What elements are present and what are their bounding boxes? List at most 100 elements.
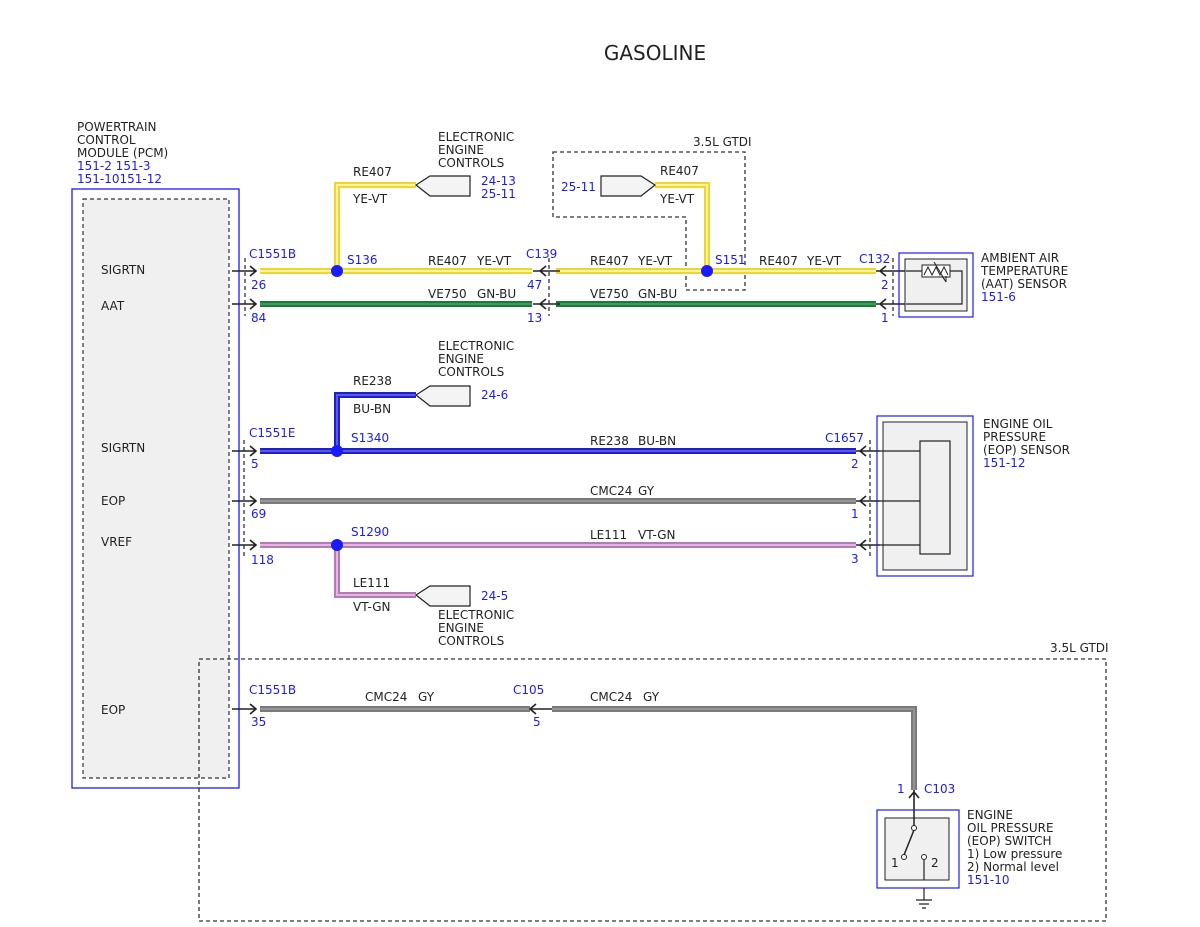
aat-sensor-name-1: AMBIENT AIR bbox=[981, 251, 1059, 265]
gtdi-box-bottom bbox=[198, 658, 1107, 922]
pcm-refs-2[interactable]: 151-10151-12 bbox=[77, 172, 162, 186]
circuit-cmc24-bottom-1: CMC24 bbox=[365, 690, 407, 704]
gtdi-label-bottom: 3.5L GTDI bbox=[1050, 641, 1109, 655]
eec-3-label-3: CONTROLS bbox=[438, 634, 504, 648]
color-ye-vt-gtdi: YE-VT bbox=[659, 192, 695, 206]
eop-sensor-name-1: ENGINE OIL bbox=[983, 417, 1053, 431]
connector-c1551e[interactable]: C1551E bbox=[249, 426, 296, 440]
eec-1-label-1: ELECTRONIC bbox=[438, 130, 514, 144]
pin-1-c103: 1 bbox=[897, 782, 905, 796]
splice-s1290[interactable] bbox=[331, 539, 343, 551]
circuit-re407-main-2: RE407 bbox=[590, 254, 629, 268]
eec-flag-2[interactable] bbox=[414, 385, 471, 407]
connector-c105[interactable]: C105 bbox=[513, 683, 544, 697]
connector-c1551b-bottom[interactable]: C1551B bbox=[249, 683, 296, 697]
connector-arrows bbox=[232, 265, 920, 812]
pin-3-eop: 3 bbox=[851, 552, 859, 566]
color-gn-bu-1: GN-BU bbox=[477, 287, 516, 301]
connector-c103[interactable]: C103 bbox=[924, 782, 955, 796]
color-vt-gn-main: VT-GN bbox=[638, 528, 675, 542]
eec-2-label-3: CONTROLS bbox=[438, 365, 504, 379]
aat-sensor[interactable] bbox=[898, 252, 974, 318]
gtdi-flag[interactable] bbox=[600, 175, 657, 197]
splice-s136[interactable] bbox=[331, 265, 343, 277]
eec-1-label-3: CONTROLS bbox=[438, 156, 504, 170]
circuit-re407-main-3: RE407 bbox=[759, 254, 798, 268]
color-ye-vt-main-3: YE-VT bbox=[806, 254, 842, 268]
eop-switch-name-1: ENGINE bbox=[967, 808, 1013, 822]
pin-118: 118 bbox=[251, 553, 274, 567]
pin-47: 47 bbox=[527, 278, 542, 292]
pin-1-eop: 1 bbox=[851, 507, 859, 521]
pin-5-c105: 5 bbox=[533, 715, 541, 729]
circuit-re238-main: RE238 bbox=[590, 434, 629, 448]
eec-1-ref-a[interactable]: 24-13 bbox=[481, 174, 516, 188]
pcm-refs-1[interactable]: 151-2 151-3 bbox=[77, 159, 151, 173]
connector-c1657[interactable]: C1657 bbox=[825, 431, 864, 445]
aat-sensor-ref[interactable]: 151-6 bbox=[981, 290, 1016, 304]
eop-switch-name-4: 1) Low pressure bbox=[967, 847, 1062, 861]
pcm-name-line-1: POWERTRAIN bbox=[77, 120, 157, 134]
color-ye-vt-main-2: YE-VT bbox=[637, 254, 673, 268]
color-vt-gn-branch: VT-GN bbox=[353, 600, 390, 614]
pcm-pin-eop-2: EOP bbox=[101, 703, 125, 717]
eop-switch-ref[interactable]: 151-10 bbox=[967, 873, 1010, 887]
pin-5: 5 bbox=[251, 457, 259, 471]
eec-1-ref-b[interactable]: 25-11 bbox=[481, 187, 516, 201]
pin-13: 13 bbox=[527, 311, 542, 325]
eop-switch-name-5: 2) Normal level bbox=[967, 860, 1059, 874]
pcm-module[interactable] bbox=[71, 188, 240, 789]
gtdi-label-top: 3.5L GTDI bbox=[693, 135, 752, 149]
color-gy-bottom-2: GY bbox=[643, 690, 660, 704]
pcm-pin-sigrtn-1: SIGRTN bbox=[101, 263, 145, 277]
wire-cmc24-gy-switch[interactable] bbox=[260, 706, 917, 790]
eec-2-label-2: ENGINE bbox=[438, 352, 484, 366]
aat-sensor-name-3: (AAT) SENSOR bbox=[981, 277, 1067, 291]
aat-sensor-name-2: TEMPERATURE bbox=[980, 264, 1068, 278]
pin-2-eop: 2 bbox=[851, 457, 859, 471]
circuit-le111-branch: LE111 bbox=[353, 576, 390, 590]
splice-s1340-label: S1340 bbox=[351, 431, 389, 445]
eop-sensor-ref[interactable]: 151-12 bbox=[983, 456, 1026, 470]
eec-flag-1[interactable] bbox=[414, 175, 471, 197]
eop-sensor-name-2: PRESSURE bbox=[983, 430, 1046, 444]
eop-switch[interactable] bbox=[876, 809, 960, 909]
color-gy-bottom-1: GY bbox=[418, 690, 435, 704]
circuit-ve750-2: VE750 bbox=[590, 287, 629, 301]
circuit-re407-s136: RE407 bbox=[353, 165, 392, 179]
pin-2-aat: 2 bbox=[881, 278, 889, 292]
gtdi-box-top bbox=[552, 151, 746, 291]
color-bu-bn-branch: BU-BN bbox=[353, 402, 391, 416]
color-ye-vt-main-1: YE-VT bbox=[476, 254, 512, 268]
gtdi-ref[interactable]: 25-11 bbox=[561, 180, 596, 194]
connector-c1551b-top[interactable]: C1551B bbox=[249, 247, 296, 261]
eec-2-ref[interactable]: 24-6 bbox=[481, 388, 508, 402]
wire-re407-ye-vt[interactable] bbox=[260, 182, 876, 274]
eop-switch-name-3: (EOP) SWITCH bbox=[967, 834, 1052, 848]
wire-re238-bu-bn[interactable] bbox=[260, 392, 856, 454]
eec-flag-3[interactable] bbox=[414, 585, 471, 607]
pin-35: 35 bbox=[251, 715, 266, 729]
eop-switch-pin-1: 1 bbox=[891, 856, 899, 870]
pcm-pin-vref: VREF bbox=[101, 535, 132, 549]
connector-c132[interactable]: C132 bbox=[859, 252, 890, 266]
wire-le111-vt-gn[interactable] bbox=[260, 542, 856, 598]
eec-3-label-1: ELECTRONIC bbox=[438, 608, 514, 622]
color-ye-vt-s136: YE-VT bbox=[352, 192, 388, 206]
color-gy-sensor: GY bbox=[638, 484, 655, 498]
eec-1-label-2: ENGINE bbox=[438, 143, 484, 157]
splice-s151[interactable] bbox=[701, 265, 713, 277]
splice-s136-label: S136 bbox=[347, 253, 378, 267]
splice-s1340[interactable] bbox=[331, 445, 343, 457]
circuit-re238-branch: RE238 bbox=[353, 374, 392, 388]
connector-c139[interactable]: C139 bbox=[526, 247, 557, 261]
eec-3-label-2: ENGINE bbox=[438, 621, 484, 635]
eop-sensor[interactable] bbox=[876, 415, 974, 577]
eop-switch-pin-2: 2 bbox=[931, 856, 939, 870]
circuit-cmc24-sensor: CMC24 bbox=[590, 484, 632, 498]
pcm-name-line-2: CONTROL bbox=[77, 133, 136, 147]
eec-3-ref[interactable]: 24-5 bbox=[481, 589, 508, 603]
pin-26: 26 bbox=[251, 278, 266, 292]
pcm-pin-aat: AAT bbox=[101, 299, 125, 313]
